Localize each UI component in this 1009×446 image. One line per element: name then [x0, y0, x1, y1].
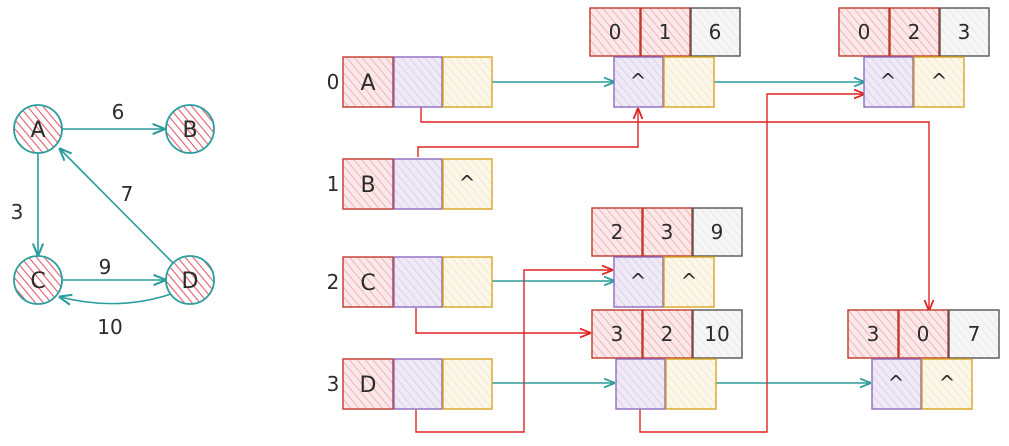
vertex-index: 1	[327, 172, 340, 196]
vertex-index: 2	[327, 270, 340, 294]
graph-node-a: A	[13, 104, 63, 154]
edge-d-c	[60, 292, 175, 304]
first-out-pointer	[442, 358, 493, 410]
arc-tail: 0	[858, 20, 871, 44]
arc-tail-link: ^	[681, 269, 698, 293]
head-link-d-to-arc-0-2	[415, 270, 612, 433]
first-out-pointer	[442, 256, 493, 308]
edge-d-a	[60, 149, 175, 265]
vertex-index: 3	[327, 372, 340, 396]
arc-head-link: ^	[888, 371, 905, 395]
arc-head-link: ^	[880, 69, 897, 93]
graph: 6 3 9 10 7 A B C D	[11, 100, 215, 339]
arc-node-2-3: 2 3 9 ^ ^	[591, 207, 743, 308]
arc-head: 2	[661, 322, 674, 346]
arc-node-3-2: 3 2 10	[591, 309, 743, 410]
vertex-index: 0	[327, 70, 340, 94]
vertex-row-2: 2 C	[327, 256, 493, 308]
node-label: C	[30, 269, 45, 294]
vertex-row-3: 3 D	[327, 358, 493, 410]
graph-edges	[38, 129, 175, 304]
node-label: A	[30, 118, 45, 143]
edge-weight-c-d: 9	[99, 255, 112, 279]
vertex-row-0: 0 A	[327, 56, 493, 108]
vertex-label: A	[360, 71, 375, 96]
arc-head: 1	[659, 20, 672, 44]
vertex-label: C	[360, 271, 375, 296]
graph-node-b: B	[165, 104, 215, 154]
arc-tail: 0	[609, 20, 622, 44]
node-label: D	[182, 269, 199, 294]
edge-weight-d-a: 7	[121, 182, 134, 206]
head-link-b-to-arc-0-1	[417, 109, 638, 157]
first-out-pointer	[442, 158, 493, 210]
edge-weight-d-c: 10	[97, 315, 122, 339]
vertex-label: D	[360, 373, 377, 398]
first-out-caret: ^	[459, 171, 476, 195]
first-in-pointer	[393, 358, 443, 410]
first-in-pointer	[393, 158, 443, 210]
edge-weight-a-c: 3	[11, 200, 24, 224]
graph-node-c: C	[13, 255, 63, 305]
arc-weight: 10	[704, 322, 729, 346]
arc-tail: 2	[611, 220, 624, 244]
arc-node-3-0: 3 0 7 ^ ^	[847, 309, 1000, 410]
head-link-c-to-arc-3-2	[415, 308, 590, 333]
first-in-pointer	[393, 56, 443, 108]
arc-weight: 9	[711, 220, 724, 244]
arc-head: 0	[917, 322, 930, 346]
arc-weight: 3	[958, 20, 971, 44]
arc-node-0-2: 0 2 3 ^ ^	[838, 7, 990, 108]
vertex-row-1: 1 B ^	[327, 158, 493, 210]
arc-tail-link: ^	[939, 371, 956, 395]
list-connectors	[415, 82, 929, 433]
graph-node-d: D	[165, 255, 215, 305]
arc-head-link: ^	[630, 69, 647, 93]
arc-weight: 7	[968, 322, 981, 346]
edge-weight-a-b: 6	[112, 100, 125, 124]
node-label: B	[182, 118, 197, 143]
arc-tail: 3	[611, 322, 624, 346]
arc-head: 3	[661, 220, 674, 244]
arc-tail: 3	[867, 322, 880, 346]
arc-node-0-1: 0 1 6 ^	[589, 7, 741, 108]
arc-weight: 6	[709, 20, 722, 44]
arc-tail-link: ^	[931, 69, 948, 93]
head-link-arc-3-2-to-arc-2-3	[639, 94, 864, 433]
first-in-pointer	[393, 256, 443, 308]
arc-head: 2	[908, 20, 921, 44]
first-out-pointer	[442, 56, 493, 108]
vertex-label: B	[360, 173, 375, 198]
arc-head-link: ^	[630, 269, 647, 293]
head-link-a-to-arc-3-0	[420, 107, 929, 310]
